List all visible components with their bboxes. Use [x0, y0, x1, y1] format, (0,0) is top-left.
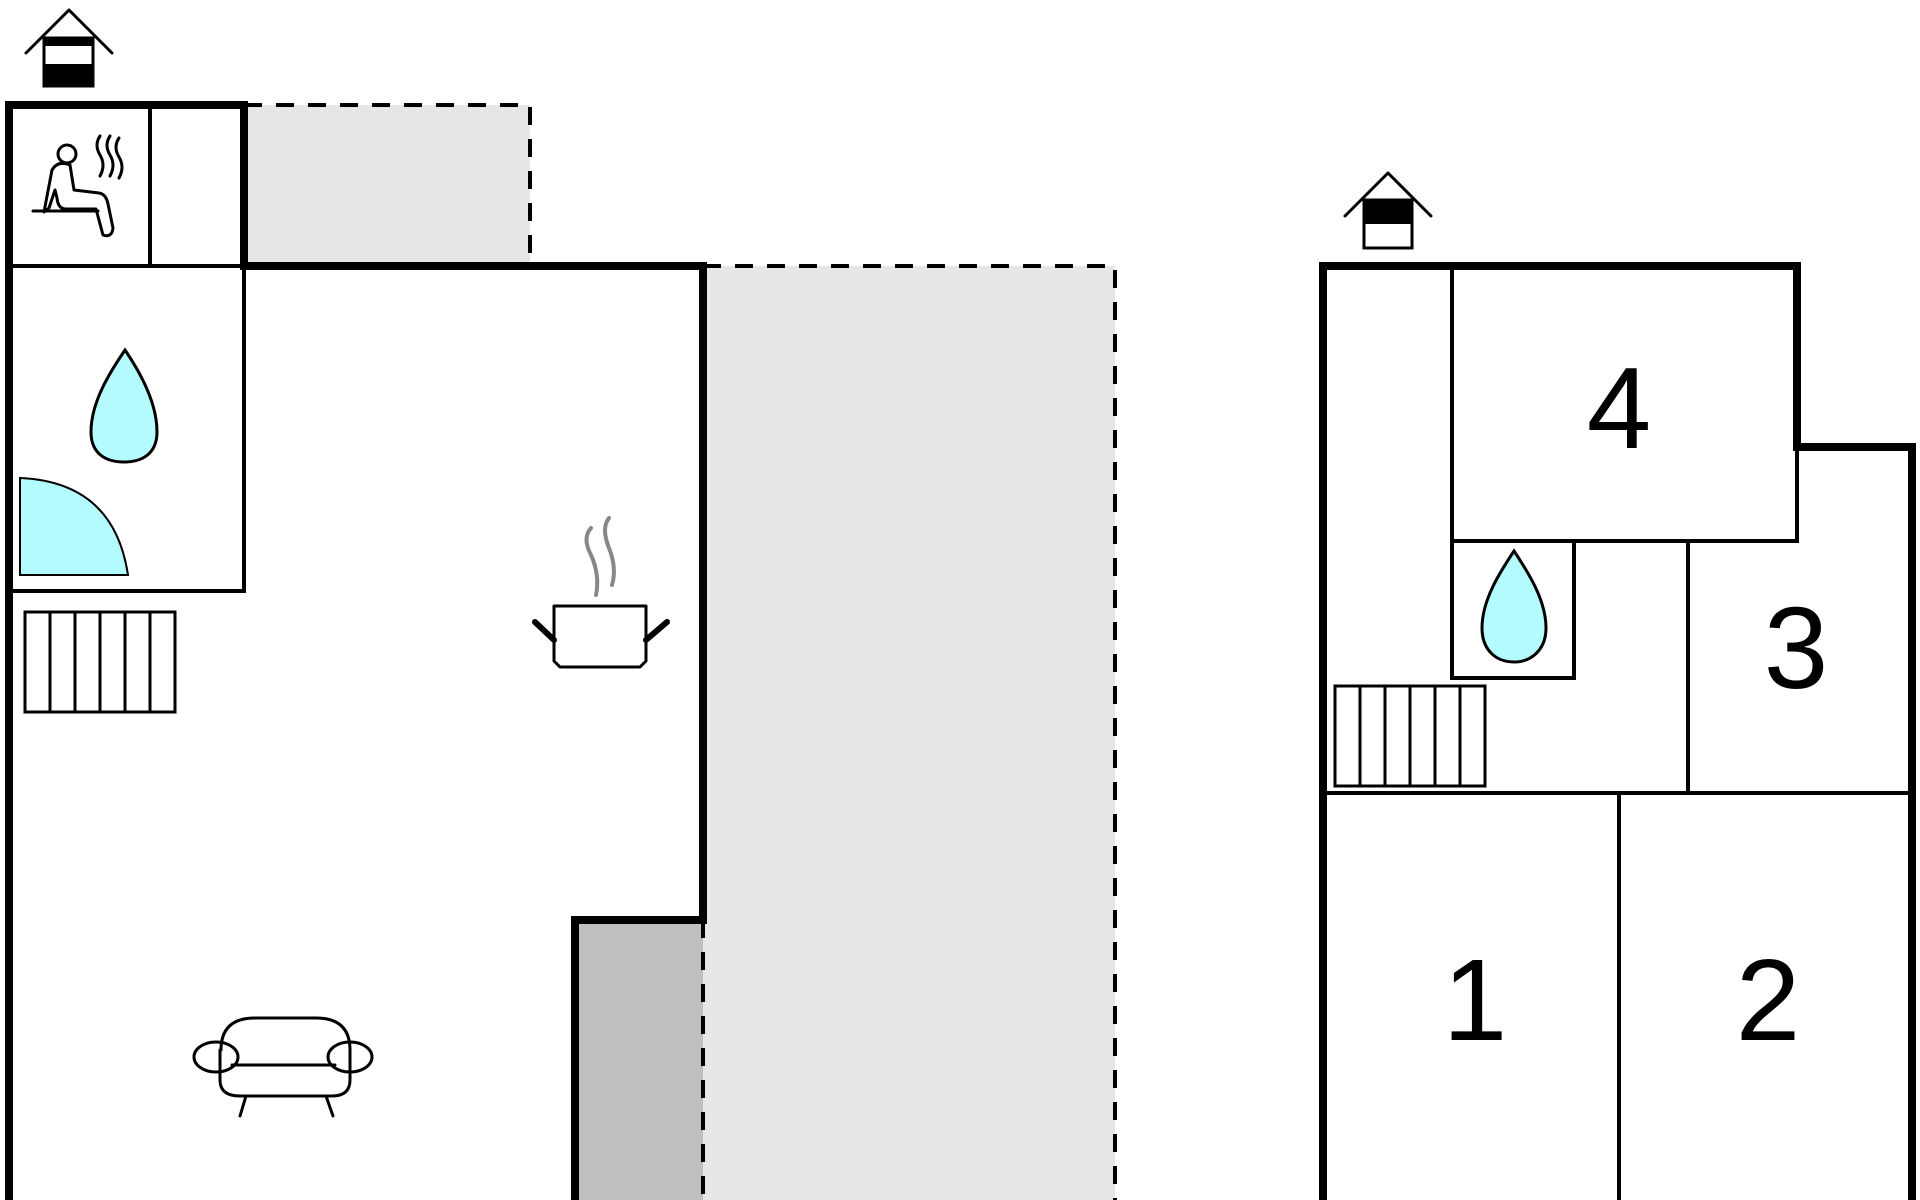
room-number-3: 3	[1764, 583, 1829, 713]
exterior-wall-left-building	[5, 101, 707, 1200]
terrace-right-outline	[703, 264, 1117, 1200]
room-number-4: 4	[1587, 343, 1652, 473]
radiator-icon	[1333, 684, 1487, 788]
covered-terrace	[575, 920, 703, 1200]
first-floor-plan: 4 3 1 2	[1319, 171, 1916, 1200]
terrace-top-outline	[244, 103, 532, 266]
ground-floor-plan	[5, 8, 1117, 1200]
entrance-icon	[1343, 171, 1433, 250]
sofa-icon	[192, 1016, 374, 1118]
terrace-top	[244, 105, 530, 266]
room-number-2: 2	[1736, 935, 1801, 1065]
room-number-1: 1	[1443, 935, 1508, 1065]
shower-icon	[19, 476, 130, 576]
sauna-icon	[31, 134, 124, 238]
interior-walls-right	[1323, 266, 1912, 1200]
radiator-icon	[23, 610, 177, 714]
water-drop-icon	[89, 347, 159, 464]
entrance-icon	[24, 8, 114, 88]
sauna-room-wall	[9, 105, 244, 268]
water-drop-icon	[1480, 548, 1548, 664]
bathroom-wall	[9, 266, 246, 593]
terrace-right	[703, 266, 1115, 1200]
sauna-steam-icon	[95, 134, 124, 180]
exterior-wall-right-building	[1319, 262, 1916, 1200]
kitchen-pot-icon	[532, 516, 670, 669]
